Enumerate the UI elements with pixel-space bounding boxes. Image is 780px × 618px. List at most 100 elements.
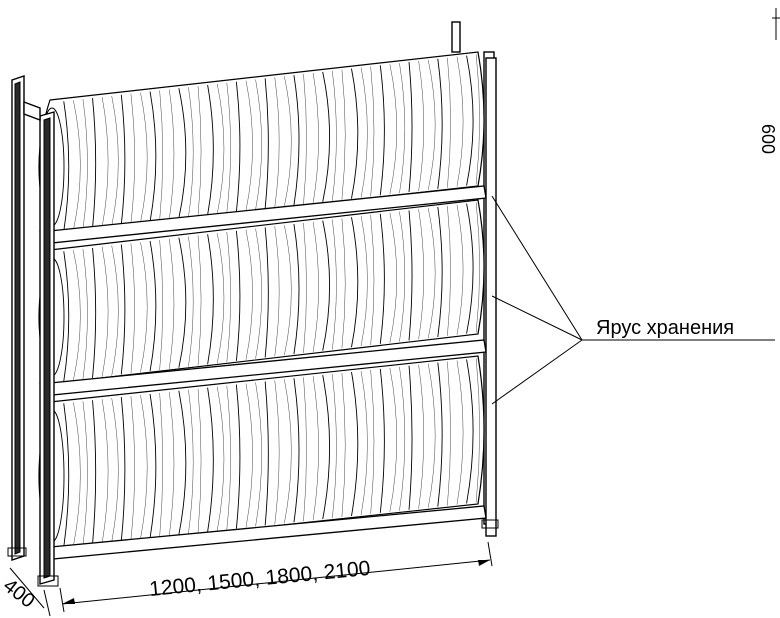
tire — [197, 388, 202, 533]
tire — [351, 217, 359, 348]
tire — [322, 375, 330, 520]
tire — [322, 220, 331, 351]
tire — [169, 391, 175, 536]
tire — [255, 228, 262, 359]
width-dimension-label: 1200, 1500, 1800, 2100 — [148, 557, 371, 601]
height-dimension — [772, 8, 780, 40]
tire — [169, 238, 175, 369]
tire — [389, 64, 397, 195]
tire — [111, 95, 119, 226]
tire — [111, 398, 119, 543]
tire — [188, 236, 194, 367]
tire — [456, 56, 464, 187]
tire — [303, 74, 307, 205]
tire — [447, 361, 451, 506]
tire — [456, 204, 464, 335]
tire — [370, 66, 375, 197]
tire — [456, 360, 464, 505]
tire — [159, 239, 163, 370]
tire — [197, 86, 202, 217]
tire — [101, 96, 109, 228]
tire — [427, 208, 436, 339]
rack-feet — [7, 519, 499, 587]
tire — [389, 367, 397, 512]
tire — [437, 362, 443, 507]
tire — [303, 377, 307, 522]
depth-dimension-label: 400 — [0, 575, 39, 613]
tire-row-bottom — [38, 355, 485, 551]
tire — [264, 78, 269, 209]
tire — [169, 89, 175, 220]
tire — [360, 67, 368, 198]
tire — [255, 382, 262, 527]
tire — [370, 369, 375, 514]
tire — [360, 216, 368, 347]
tire — [341, 69, 346, 200]
tire — [437, 206, 443, 338]
tier-leader-lines — [491, 195, 775, 405]
tire — [140, 242, 148, 373]
tire — [63, 403, 70, 548]
tire — [341, 218, 346, 349]
tire — [255, 79, 262, 210]
tire — [312, 376, 319, 521]
tire — [159, 90, 163, 221]
tire — [379, 368, 385, 513]
tire — [264, 227, 269, 358]
tire — [235, 81, 241, 212]
tire — [351, 68, 359, 199]
tire — [149, 393, 157, 539]
tire — [418, 209, 425, 340]
tire — [120, 397, 126, 542]
tire — [475, 202, 480, 333]
tire — [245, 229, 253, 360]
tire — [73, 402, 81, 547]
tire — [293, 223, 300, 355]
tire — [226, 82, 231, 213]
tire — [207, 234, 214, 365]
tire — [312, 221, 319, 352]
tire — [427, 363, 436, 508]
tire — [341, 373, 346, 518]
tire — [284, 379, 292, 524]
tire — [120, 244, 126, 375]
tire — [216, 233, 225, 364]
tire — [73, 250, 81, 381]
tire — [149, 91, 157, 222]
tire — [130, 396, 135, 541]
tire — [159, 392, 163, 537]
tire — [149, 241, 157, 372]
storage-tier-label: Ярус хранения — [596, 317, 734, 339]
tire — [284, 76, 292, 207]
tire — [418, 364, 424, 509]
tire — [447, 205, 451, 336]
tire — [379, 213, 385, 344]
tire — [245, 383, 253, 528]
tire — [399, 211, 406, 342]
tire — [197, 235, 202, 366]
tire — [226, 231, 231, 363]
tire — [466, 55, 474, 186]
tire — [178, 237, 187, 368]
tire — [101, 399, 109, 544]
tire — [92, 400, 97, 545]
tire — [92, 98, 97, 229]
tire — [466, 203, 474, 334]
depth-dimension — [9, 567, 51, 617]
tire — [111, 245, 119, 376]
tire — [399, 63, 406, 194]
width-dimension — [59, 541, 493, 613]
tire — [312, 72, 319, 204]
tire — [379, 65, 385, 196]
tire — [322, 71, 331, 202]
tire — [216, 83, 225, 214]
height-dimension-label: 600 — [758, 124, 778, 154]
tire — [408, 210, 413, 341]
tire — [475, 54, 480, 185]
tire — [82, 99, 88, 230]
tire — [101, 246, 109, 377]
tire — [92, 247, 97, 378]
tire — [418, 60, 425, 192]
